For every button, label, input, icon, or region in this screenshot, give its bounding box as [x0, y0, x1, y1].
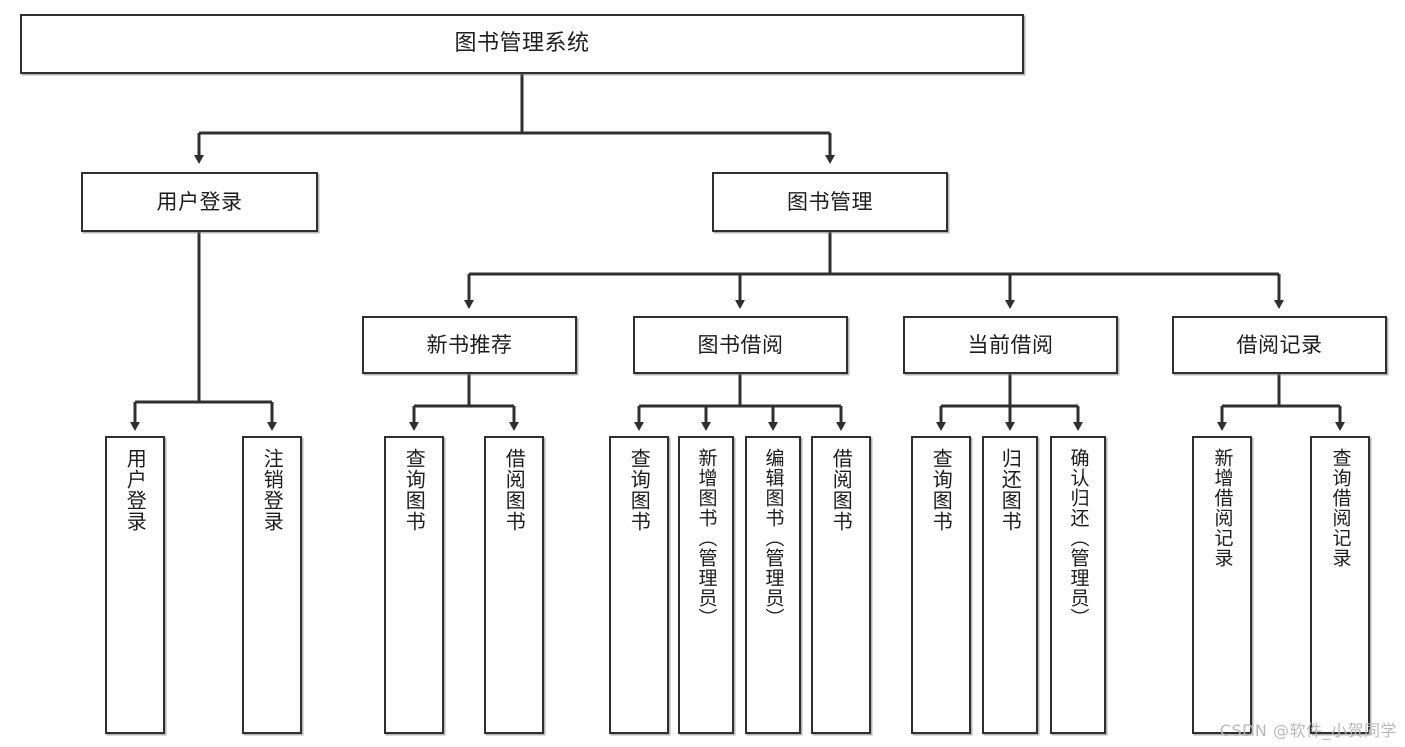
leaf-confirm-return-admin-label: 确认归还（管理员）: [1067, 448, 1090, 628]
leaf-query-book-current[interactable]: 查询图书: [911, 436, 971, 734]
node-book-borrow[interactable]: 图书借阅: [633, 316, 848, 374]
leaf-user-login-label: 用户登录: [123, 448, 148, 532]
leaf-borrow-book-new-label: 借阅图书: [502, 448, 527, 532]
node-borrow-records[interactable]: 借阅记录: [1172, 316, 1387, 374]
node-root-label: 图书管理系统: [454, 31, 590, 57]
leaf-query-book-borrow[interactable]: 查询图书: [609, 436, 669, 734]
leaf-edit-book-admin[interactable]: 编辑图书（管理员）: [745, 436, 801, 734]
leaf-confirm-return-admin[interactable]: 确认归还（管理员）: [1050, 436, 1106, 734]
leaf-query-book-new[interactable]: 查询图书: [384, 436, 444, 734]
leaf-query-borrow-record[interactable]: 查询借阅记录: [1310, 436, 1370, 734]
leaf-logout-label: 注销登录: [260, 448, 285, 532]
leaf-user-login[interactable]: 用户登录: [105, 436, 165, 734]
node-root[interactable]: 图书管理系统: [20, 14, 1024, 74]
leaf-add-book-admin[interactable]: 新增图书（管理员）: [678, 436, 734, 734]
node-book-borrow-label: 图书借阅: [697, 332, 784, 357]
leaf-query-book-new-label: 查询图书: [402, 448, 427, 532]
leaf-borrow-book-new[interactable]: 借阅图书: [484, 436, 544, 734]
leaf-logout[interactable]: 注销登录: [242, 436, 302, 734]
node-book-management[interactable]: 图书管理: [712, 172, 948, 232]
leaf-query-book-current-label: 查询图书: [929, 448, 954, 532]
node-new-book-recommend-label: 新书推荐: [426, 332, 513, 357]
node-borrow-records-label: 借阅记录: [1236, 332, 1323, 357]
csdn-watermark: CSDN @软件_小贺同学: [1219, 721, 1397, 740]
leaf-query-book-borrow-label: 查询图书: [627, 448, 652, 532]
leaf-add-borrow-record-label: 新增借阅记录: [1211, 448, 1234, 568]
node-current-borrow[interactable]: 当前借阅: [903, 316, 1118, 374]
leaf-return-book[interactable]: 归还图书: [982, 436, 1038, 734]
leaf-add-book-admin-label: 新增图书（管理员）: [695, 448, 718, 628]
leaf-borrow-book-label: 借阅图书: [829, 448, 854, 532]
leaf-edit-book-admin-label: 编辑图书（管理员）: [762, 448, 785, 628]
node-current-borrow-label: 当前借阅: [967, 332, 1054, 357]
node-user-login[interactable]: 用户登录: [81, 172, 318, 232]
leaf-add-borrow-record[interactable]: 新增借阅记录: [1192, 436, 1252, 734]
node-user-login-label: 用户登录: [156, 189, 243, 214]
node-book-management-label: 图书管理: [787, 189, 873, 214]
leaf-return-book-label: 归还图书: [998, 448, 1023, 532]
node-new-book-recommend[interactable]: 新书推荐: [362, 316, 577, 374]
leaf-query-borrow-record-label: 查询借阅记录: [1329, 448, 1352, 568]
leaf-borrow-book[interactable]: 借阅图书: [811, 436, 871, 734]
